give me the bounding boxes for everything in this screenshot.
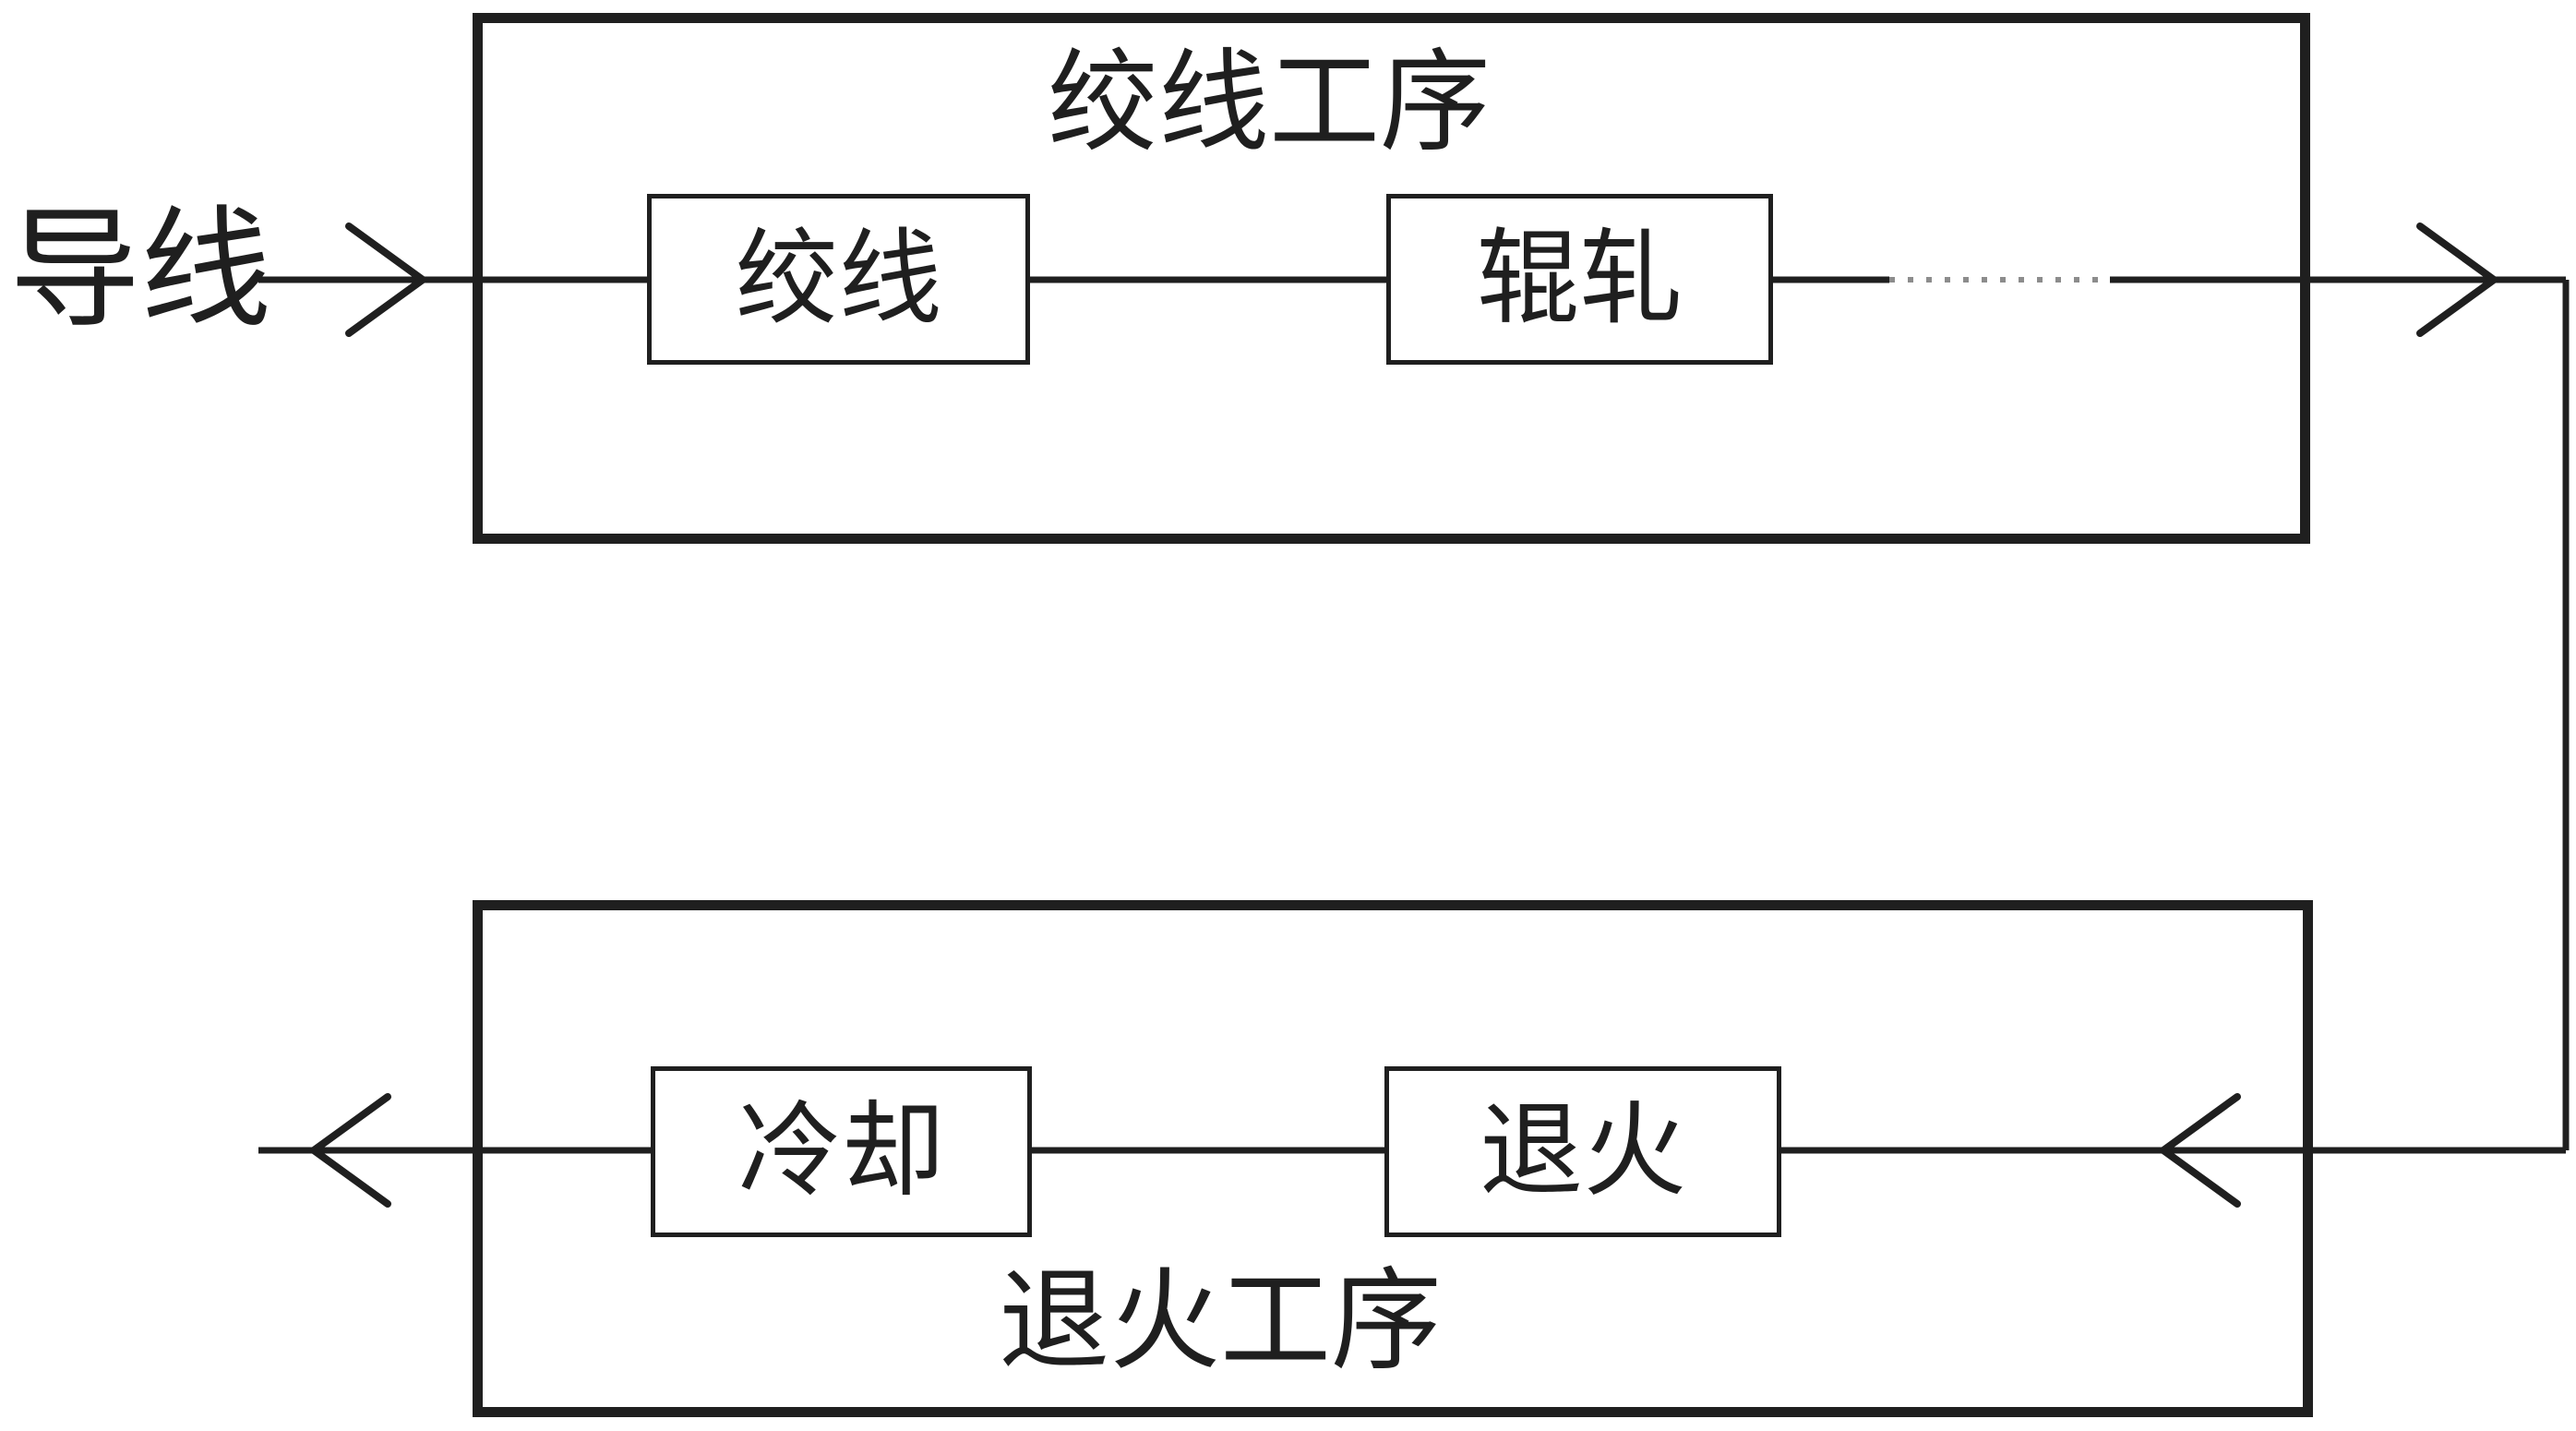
entry-arrow-icon [345,222,429,337]
annealing-node-box: 退火 [1384,1066,1781,1237]
stranding-process-title: 绞线工序 [1048,42,1491,164]
rolling-node-label: 辊轧 [1476,222,1683,337]
conductor-input-label: 导线 [9,198,271,343]
cooling-node-label: 冷却 [737,1094,945,1209]
rolling-node-box: 辊轧 [1386,194,1773,365]
bottom-exit-arrow-icon [307,1093,391,1208]
annealing-node-label: 退火 [1480,1094,1686,1209]
cooling-node-box: 冷却 [651,1066,1032,1237]
top-exit-arrow-icon [2416,222,2500,337]
bottom-entry-arrow-icon [2157,1093,2241,1208]
annealing-process-title: 退火工序 [999,1260,1442,1383]
stranding-node-box: 绞线 [647,194,1030,365]
stranding-node-label: 绞线 [735,222,942,337]
